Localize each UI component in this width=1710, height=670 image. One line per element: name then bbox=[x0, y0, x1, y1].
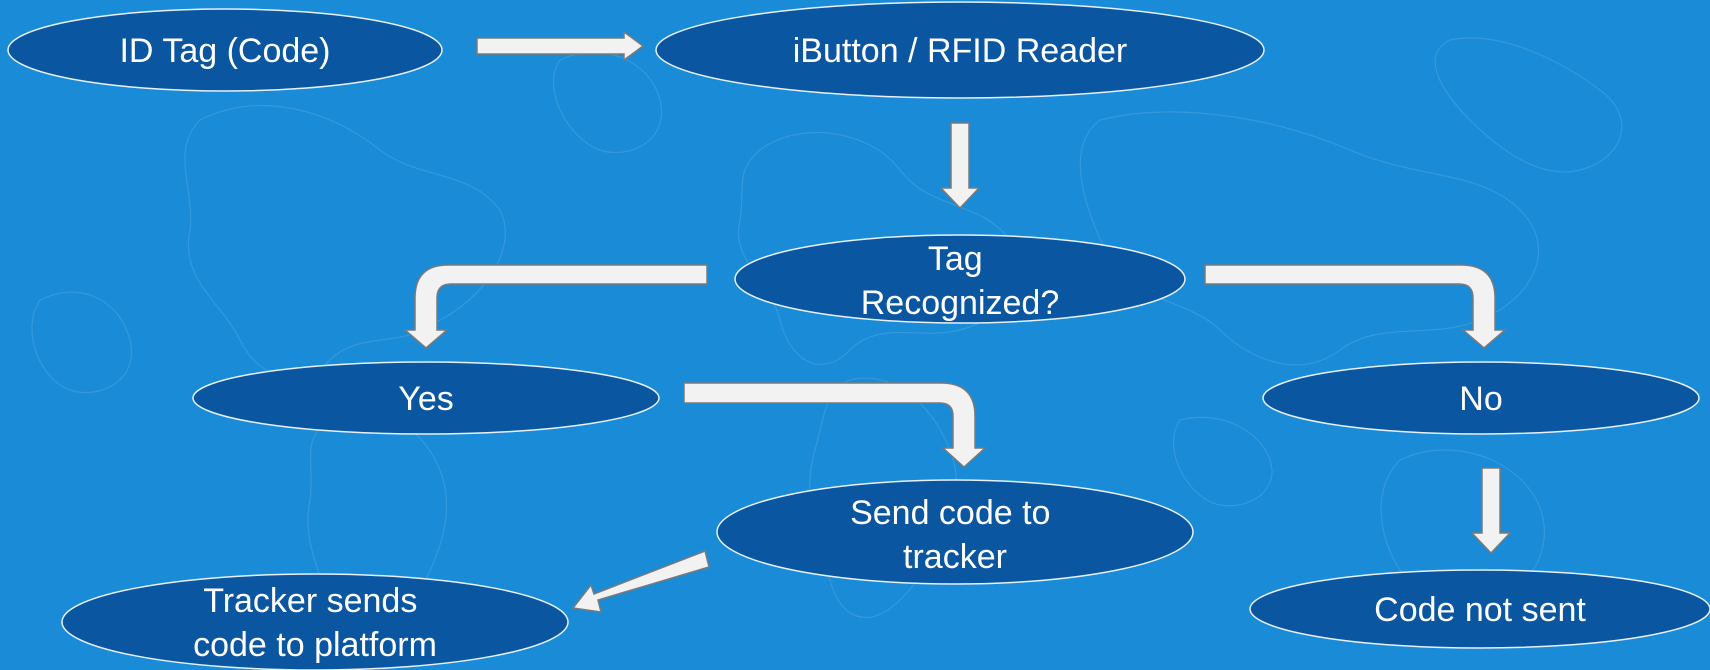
arrow-send-code-to-tracker-sends bbox=[571, 549, 710, 613]
node-recognized-label: Tag Recognized? bbox=[861, 240, 1059, 322]
node-reader: iButton / RFID Reader bbox=[655, 1, 1265, 99]
arrow-idtag-to-reader bbox=[476, 30, 645, 62]
node-no-label: No bbox=[1459, 380, 1502, 418]
node-id-tag: ID Tag (Code) bbox=[7, 8, 443, 92]
node-tracker-sends-label: Tracker sends code to platform bbox=[193, 582, 437, 664]
node-yes: Yes bbox=[192, 361, 660, 435]
node-code-not-sent-label: Code not sent bbox=[1374, 591, 1586, 629]
node-code-not-sent: Code not sent bbox=[1249, 569, 1710, 649]
arrow-reader-to-recognized bbox=[939, 122, 981, 210]
arrow-yes-to-send-code bbox=[683, 382, 987, 469]
node-tracker-sends: Tracker sends code to platform bbox=[61, 573, 569, 670]
node-id-tag-label: ID Tag (Code) bbox=[119, 32, 330, 70]
arrow-recognized-to-no bbox=[1204, 264, 1508, 349]
arrows bbox=[402, 30, 1512, 613]
node-yes-label: Yes bbox=[398, 380, 453, 418]
arrow-no-to-not-sent bbox=[1470, 467, 1512, 555]
arrow-recognized-to-yes bbox=[402, 264, 708, 349]
node-send-code: Send code to tracker bbox=[716, 479, 1194, 585]
node-reader-label: iButton / RFID Reader bbox=[793, 32, 1127, 70]
node-recognized: Tag Recognized? bbox=[734, 234, 1186, 324]
node-send-code-label: Send code to tracker bbox=[850, 494, 1060, 576]
node-no: No bbox=[1262, 361, 1700, 435]
